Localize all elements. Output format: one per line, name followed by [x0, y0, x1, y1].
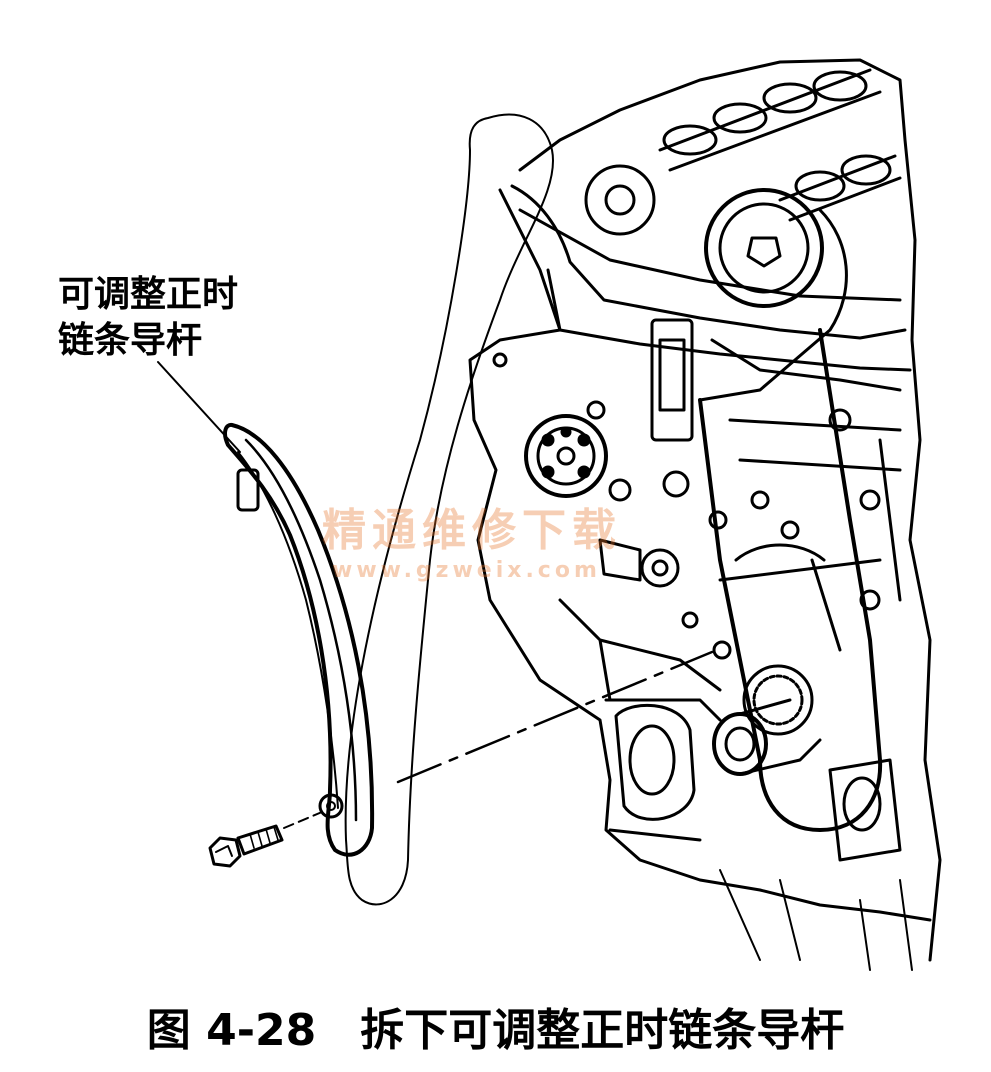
caption-text: 拆下可调整正时链条导杆 — [360, 1005, 845, 1056]
caption-number: 图 4-28 — [146, 1005, 317, 1056]
alignment-dashed-line — [396, 650, 714, 784]
engine-block — [468, 58, 942, 971]
callout-line-1: 可调整正时 — [58, 274, 239, 315]
guide-bolt — [208, 811, 323, 868]
engine-timing-diagram — [157, 58, 942, 971]
removal-path-outline — [344, 113, 555, 906]
callout-line-2: 链条导杆 — [58, 320, 203, 361]
part-callout-label: 可调整正时 链条导杆 — [58, 272, 278, 364]
figure-caption: 图 4-28 拆下可调整正时链条导杆 — [0, 990, 991, 1072]
timing-chain-guide — [223, 422, 375, 857]
